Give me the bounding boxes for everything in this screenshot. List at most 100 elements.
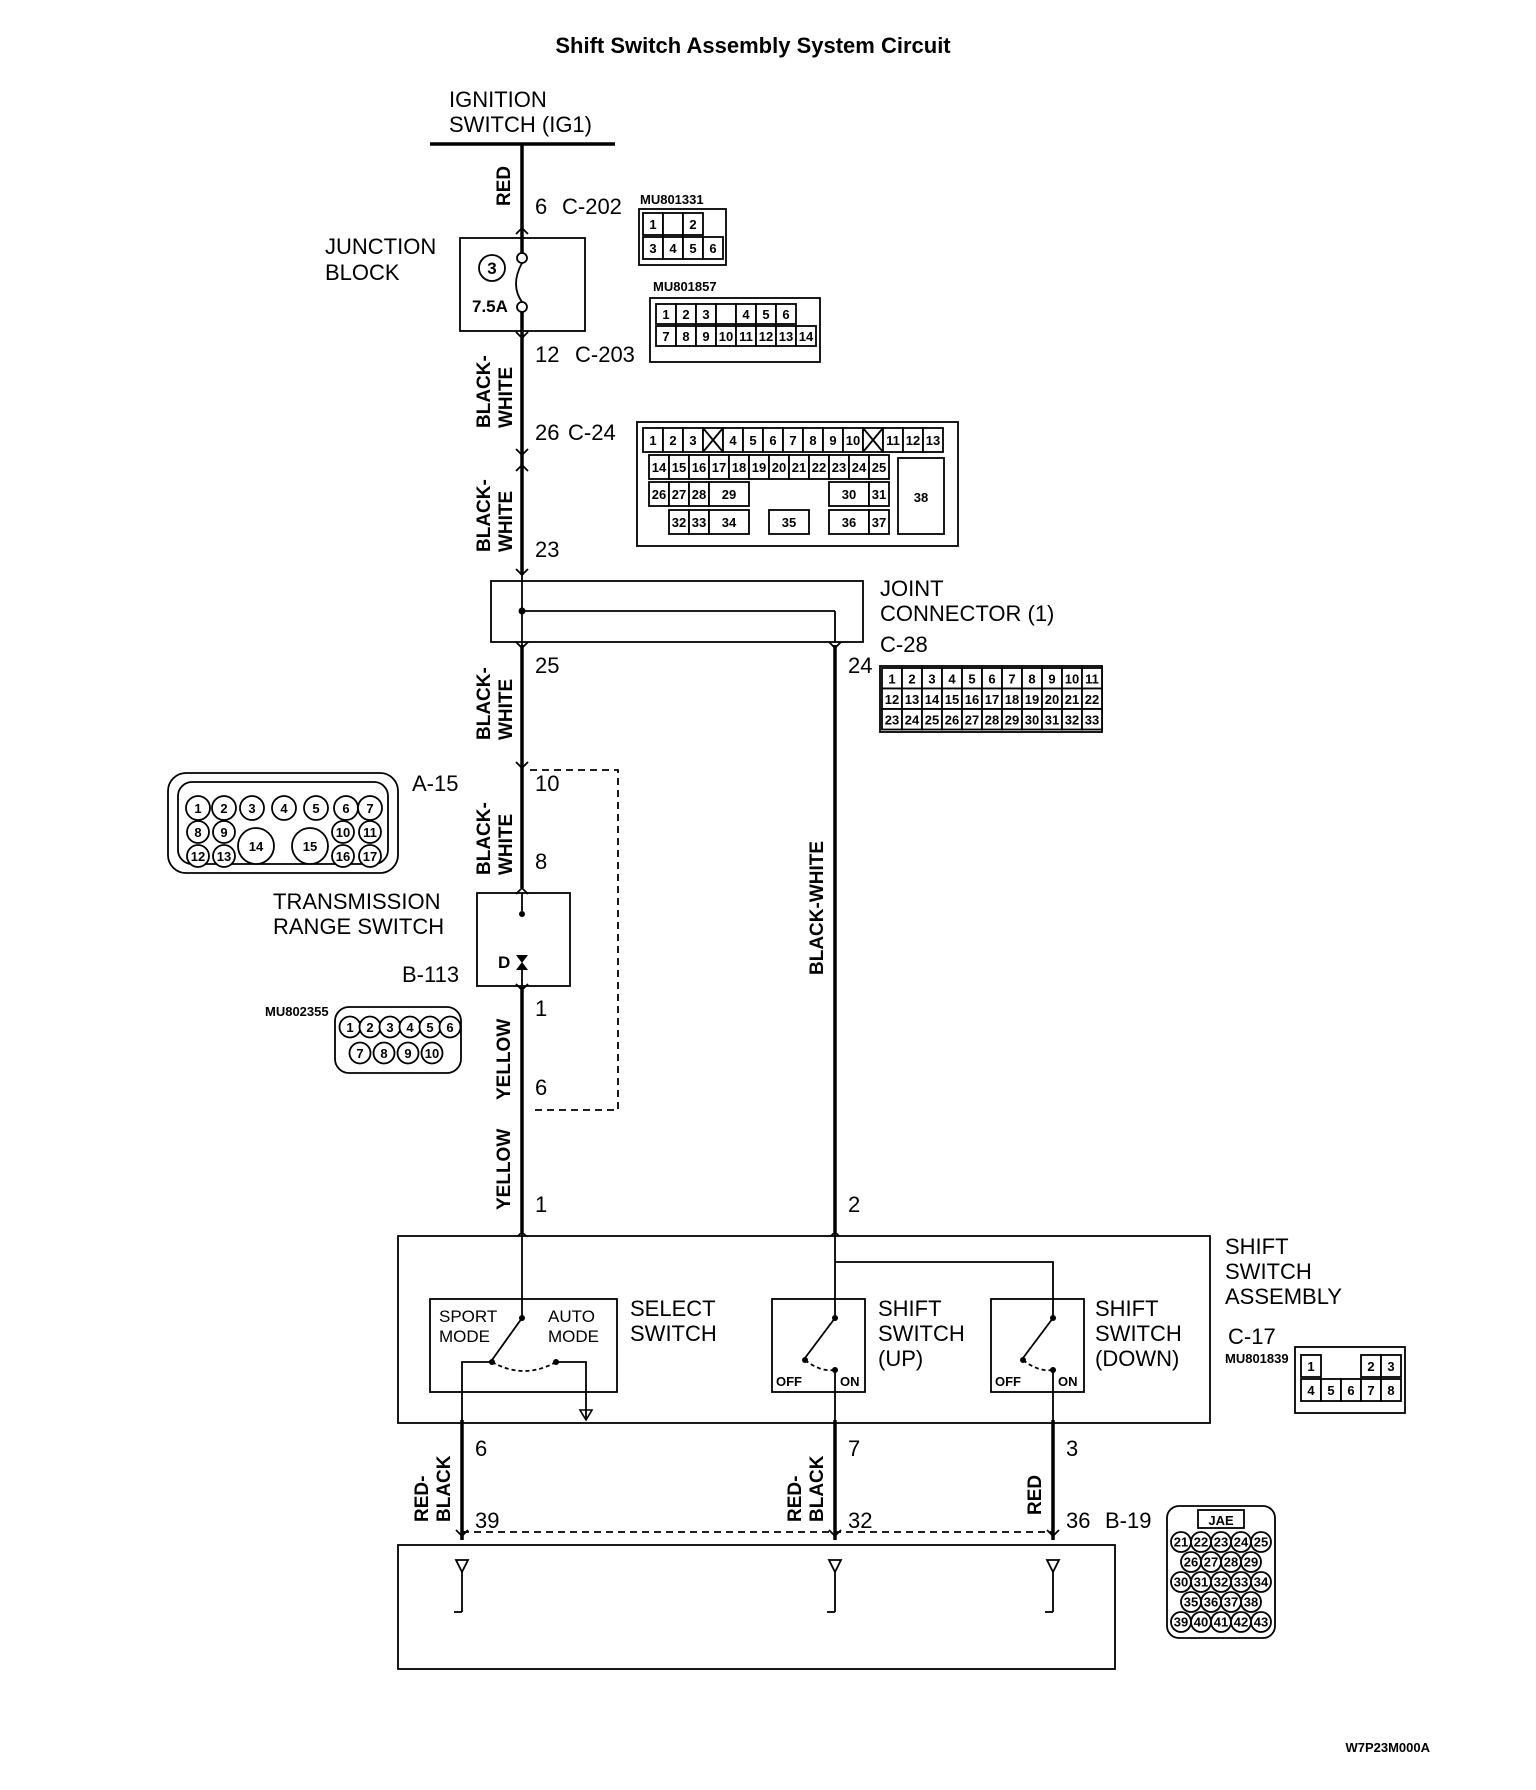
svg-text:(DOWN): (DOWN) [1095, 1346, 1179, 1371]
junction-block: JUNCTION BLOCK 3 7.5A [325, 228, 586, 338]
pin-marker [515, 448, 529, 457]
connector-cell [1081, 708, 1103, 731]
svg-text:AUTO: AUTO [548, 1307, 595, 1326]
connector-pin [237, 827, 275, 865]
connector-pin-label: 25 [1254, 1535, 1268, 1550]
svg-text:JUNCTION: JUNCTION [325, 234, 436, 259]
pin-6-yellow: 6 [535, 1075, 547, 1100]
fuse-number: 3 [487, 259, 496, 278]
connector-cell [1380, 1354, 1402, 1378]
connector-cell-label: 9 [702, 329, 709, 344]
connector-cell-label: 27 [672, 487, 686, 502]
pin-7-c17: 7 [848, 1436, 860, 1461]
wire-label-red-black-1: RED- BLACK [412, 1455, 455, 1522]
lower-wires [460, 1420, 1055, 1540]
connector-pin [331, 820, 355, 844]
connector-pin-label: 10 [336, 825, 350, 840]
connector-cell-label: 28 [985, 712, 999, 727]
connector-pin-label: 38 [1244, 1595, 1258, 1610]
connector-pin-label: 36 [1204, 1595, 1218, 1610]
connector-cell [828, 481, 870, 507]
connector-pin-label: 4 [406, 1020, 414, 1035]
connector-cell-label: 16 [965, 692, 979, 707]
svg-text:BLACK: BLACK [807, 1455, 828, 1522]
connector-cell [922, 427, 944, 453]
connector-pin [331, 844, 355, 868]
wire-label-black-white-3: BLACK- WHITE [474, 667, 517, 740]
pin-6-c202: 6 [535, 194, 547, 219]
connector-cell-label: 36 [842, 515, 856, 530]
connector-pin-label: 28 [1224, 1555, 1238, 1570]
connector-pin-label: 29 [1244, 1555, 1258, 1570]
svg-text:SHIFT: SHIFT [1225, 1234, 1289, 1259]
connector-cell-label: 21 [792, 460, 806, 475]
connector-pin [358, 844, 382, 868]
connector-cell-label: 13 [779, 329, 793, 344]
pin-1-c17: 1 [535, 1192, 547, 1217]
connector-cell [868, 481, 890, 507]
pin-25: 25 [535, 653, 559, 678]
pin-marker [515, 226, 529, 235]
wire-label-black-white-2: BLACK- WHITE [474, 479, 517, 552]
svg-text:RED-: RED- [785, 1476, 806, 1522]
connector-cell [682, 212, 704, 236]
connector-pin [212, 820, 236, 844]
connector-pin-label: 6 [446, 1020, 453, 1035]
pin-marker [515, 641, 529, 650]
shift-switch-assembly: SHIFT SWITCH ASSEMBLY C-17 SPORT MODE AU… [397, 1232, 1342, 1424]
connector-pin-label: 8 [380, 1046, 387, 1061]
svg-text:BLOCK: BLOCK [325, 260, 400, 285]
connector-cell-label: 26 [945, 712, 959, 727]
pin-3-c17: 3 [1066, 1436, 1078, 1461]
svg-text:SPORT: SPORT [439, 1307, 497, 1326]
connector-pin-label: 4 [280, 801, 288, 816]
connector-pin-label: 3 [386, 1020, 393, 1035]
pin-36: 36 [1066, 1508, 1090, 1533]
svg-text:WHITE: WHITE [496, 814, 517, 875]
connector-cell-label: 18 [732, 460, 746, 475]
connector-pin [239, 795, 265, 821]
connector-pin [212, 844, 236, 868]
connector-cell-blank [702, 427, 724, 453]
connector-c203: C-203 [575, 342, 635, 367]
connector-cell-label: 10 [1065, 671, 1079, 686]
connector-cell-label: 22 [812, 460, 826, 475]
connector-pin-label: 42 [1234, 1615, 1248, 1630]
connector-cell-label: 7 [1367, 1383, 1374, 1398]
connector-pin-label: 17 [363, 849, 377, 864]
svg-text:SWITCH: SWITCH [1095, 1321, 1182, 1346]
connector-cell [795, 325, 817, 347]
pin-6-c17: 6 [475, 1436, 487, 1461]
connector-pin-label: 12 [191, 849, 205, 864]
connector-cell-label: 32 [1065, 712, 1079, 727]
connector-cell-label: 8 [809, 433, 816, 448]
part-number-c17: MU801839 [1225, 1351, 1289, 1366]
connector-cell-label: 3 [649, 241, 656, 256]
connector-pin [271, 795, 297, 821]
connector-cell [897, 457, 945, 535]
svg-text:WHITE: WHITE [496, 367, 517, 428]
connector-maker-label: JAE [1208, 1513, 1234, 1528]
connector-c28: C-28 [880, 632, 928, 657]
connector-pin [303, 795, 329, 821]
joint-connector: JOINT CONNECTOR (1) C-28 [490, 575, 1054, 657]
connector-cell-label: 13 [905, 692, 919, 707]
connector-cell-label: 37 [872, 515, 886, 530]
svg-text:RANGE SWITCH: RANGE SWITCH [273, 914, 444, 939]
pin-marker [515, 568, 529, 577]
connector-cell-label: 38 [914, 490, 928, 505]
connector-cell-label: 27 [965, 712, 979, 727]
connector-pin [211, 795, 237, 821]
svg-text:ON: ON [1058, 1374, 1078, 1389]
diagram-title: Shift Switch Assembly System Circuit [555, 33, 951, 58]
connector-pin-label: 1 [346, 1020, 353, 1035]
wire-label-yellow-2: YELLOW [494, 1129, 515, 1210]
wire-label-black-white-1: BLACK- WHITE [474, 355, 517, 428]
connector-cell-label: 5 [689, 241, 696, 256]
ecu-terminal [1045, 1559, 1061, 1575]
svg-text:BLACK-: BLACK- [474, 667, 495, 740]
